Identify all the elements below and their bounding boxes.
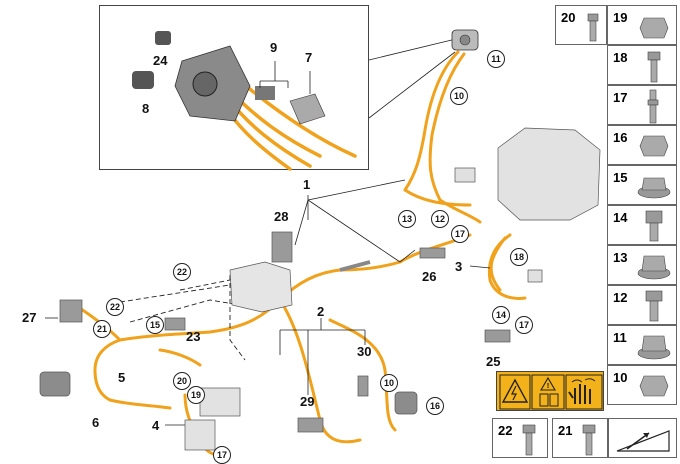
callout-circled-22: 22 — [173, 263, 191, 281]
callout-26: 26 — [422, 269, 437, 284]
legend-number: 14 — [613, 210, 628, 225]
callout-circled-14: 14 — [492, 306, 510, 324]
callout-circled-12: 12 — [431, 210, 449, 228]
flange-nut-icon — [637, 255, 671, 280]
callout-circled-17: 17 — [451, 225, 469, 243]
direction-arrow-cell — [608, 418, 677, 458]
legend-cell-22: 22 — [492, 418, 548, 458]
nut-icon — [639, 17, 669, 39]
callout-circled-18: 18 — [510, 248, 528, 266]
callout-9: 9 — [270, 40, 278, 55]
callout-circled-20: 20 — [173, 372, 191, 390]
callout-27: 27 — [22, 310, 37, 325]
charging-socket-part — [451, 29, 479, 51]
callout-circled-13: 13 — [398, 210, 416, 228]
callout-7: 7 — [305, 50, 313, 65]
legend-cell-16: 16 — [607, 125, 677, 165]
detail-inset: 24 8 9 7 — [99, 5, 369, 171]
callout-3: 3 — [455, 259, 463, 274]
legend-number: 18 — [613, 50, 628, 65]
callout-29: 29 — [300, 394, 315, 409]
inset-artwork — [132, 31, 357, 171]
warning-artwork: ! — [499, 374, 603, 410]
callout-6: 6 — [92, 415, 100, 430]
svg-text:!: ! — [547, 383, 549, 390]
legend-number: 12 — [613, 290, 628, 305]
nut-icon — [639, 135, 669, 157]
bolt-icon — [647, 51, 661, 83]
flange-nut-icon — [637, 335, 671, 360]
callout-circled-22: 22 — [106, 298, 124, 316]
legend-cell-19: 19 — [607, 5, 677, 45]
caution-manual-icon — [540, 376, 556, 391]
callout-circled-10: 10 — [380, 374, 398, 392]
high-voltage-warning-icon — [501, 378, 529, 403]
legend-cell-21: 21 — [552, 418, 608, 458]
no-hand-contact-icon — [574, 384, 591, 404]
nut-icon — [639, 375, 669, 397]
legend-cell-15: 15 — [607, 165, 677, 205]
callout-1: 1 — [303, 177, 311, 192]
flange-nut-icon — [637, 177, 671, 199]
callout-circled-17: 17 — [515, 316, 533, 334]
legend-number: 22 — [498, 423, 513, 438]
callout-5: 5 — [118, 370, 126, 385]
callout-28: 28 — [274, 209, 289, 224]
legend-cell-20: 20 — [555, 5, 607, 45]
legend-cell-10: 10 — [607, 365, 677, 405]
callout-circled-16: 16 — [426, 397, 444, 415]
legend-number: 17 — [613, 90, 628, 105]
legend-number: 11 — [613, 330, 627, 345]
hazard-warning-label: ! — [496, 371, 604, 411]
legend-cell-17: 17 — [607, 85, 677, 125]
callout-circled-11: 11 — [487, 50, 505, 68]
callout-2: 2 — [317, 304, 325, 319]
legend-number: 21 — [558, 423, 573, 438]
legend-number: 20 — [561, 10, 576, 25]
callout-circled-19: 19 — [187, 386, 205, 404]
callout-30: 30 — [357, 344, 372, 359]
stud-icon — [647, 89, 659, 124]
callout-circled-10: 10 — [450, 87, 468, 105]
legend-number: 16 — [613, 130, 628, 145]
callout-circled-17: 17 — [213, 446, 231, 464]
legend-number: 13 — [613, 250, 628, 265]
legend-number: 15 — [613, 170, 628, 185]
callout-4: 4 — [152, 418, 160, 433]
callout-circled-21: 21 — [93, 320, 111, 338]
legend-cell-12: 12 — [607, 285, 677, 325]
callout-25: 25 — [486, 354, 501, 369]
callout-23: 23 — [186, 329, 201, 344]
callout-circled-15: 15 — [146, 316, 164, 334]
bolt-icon — [587, 13, 599, 42]
callout-8: 8 — [142, 101, 150, 116]
legend-number: 19 — [613, 10, 628, 25]
legend-cell-13: 13 — [607, 245, 677, 285]
legend-number: 10 — [613, 370, 628, 385]
bolt-icon — [522, 424, 536, 456]
legend-cell-11: 11 — [607, 325, 677, 365]
callout-24: 24 — [153, 53, 168, 68]
bolt-icon — [645, 290, 663, 322]
direction-arrow-icon — [616, 430, 670, 452]
legend-cell-14: 14 — [607, 205, 677, 245]
legend-cell-18: 18 — [607, 45, 677, 85]
bolt-icon — [582, 424, 596, 456]
bolt-icon — [645, 210, 663, 242]
